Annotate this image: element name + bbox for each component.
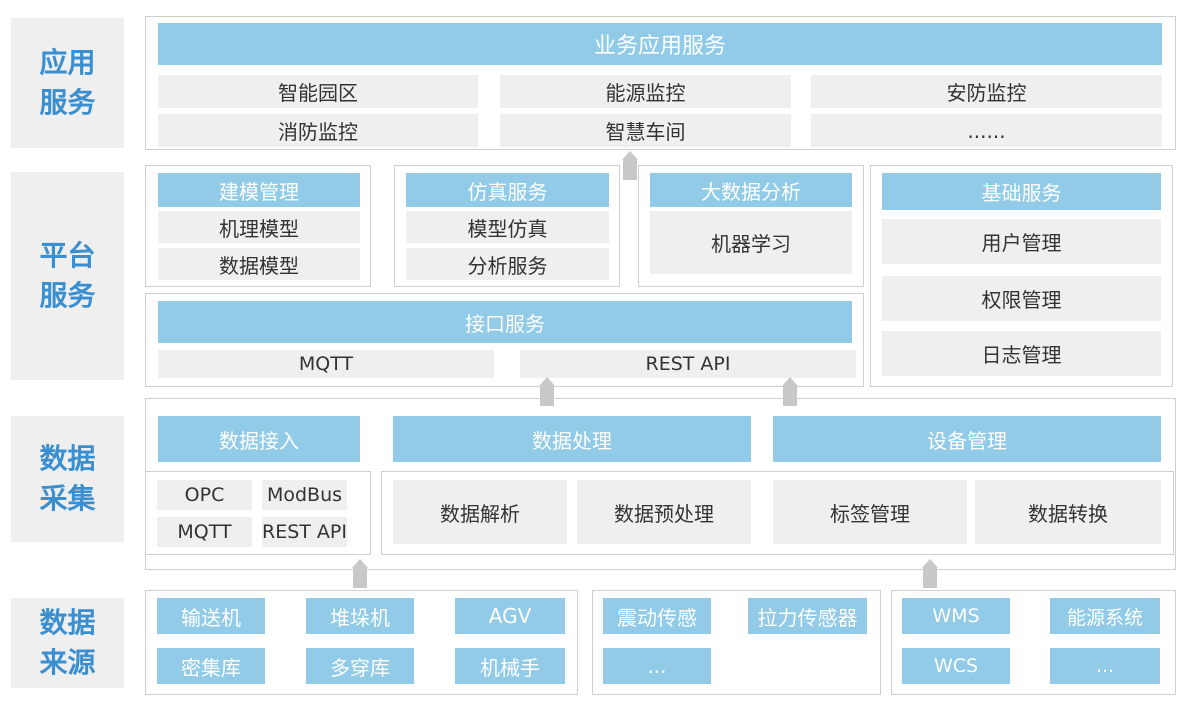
source-robot-arm: 机械手	[455, 648, 565, 684]
arrow-up-icon	[352, 559, 368, 588]
app-item-fire-monitor: 消防监控	[158, 114, 478, 147]
arrow-up-icon	[622, 151, 638, 180]
access-item-opc: OPC	[157, 480, 252, 510]
processing-title: 数据处理	[393, 416, 751, 462]
side-label-collect: 数据 采集	[11, 416, 124, 542]
arrow-up-icon	[922, 559, 938, 588]
basic-item-permission: 权限管理	[882, 276, 1161, 321]
source-agv: AGV	[455, 598, 565, 634]
source-sensors-more: ...	[603, 648, 711, 684]
device-title: 设备管理	[773, 416, 1161, 462]
source-wcs: WCS	[902, 648, 1010, 684]
bigdata-item-ml: 机器学习	[650, 211, 852, 274]
simulation-item-analysis: 分析服务	[406, 248, 609, 280]
interface-title: 接口服务	[158, 301, 852, 343]
app-title: 业务应用服务	[158, 23, 1162, 65]
device-item-convert: 数据转换	[975, 480, 1161, 544]
app-item-security-monitor: 安防监控	[811, 75, 1162, 108]
app-item-more: ......	[811, 114, 1162, 147]
processing-item-parse: 数据解析	[393, 480, 567, 544]
basic-item-user: 用户管理	[882, 219, 1161, 264]
interface-item-rest-api: REST API	[520, 350, 856, 378]
interface-item-mqtt: MQTT	[158, 350, 494, 378]
source-dense-storage: 密集库	[157, 648, 265, 684]
basic-item-log: 日志管理	[882, 331, 1161, 376]
source-multi-shuttle: 多穿库	[306, 648, 414, 684]
side-label-source: 数据 来源	[11, 598, 124, 688]
side-label-platform: 平台 服务	[11, 172, 124, 380]
processing-item-preprocess: 数据预处理	[577, 480, 751, 544]
simulation-title: 仿真服务	[406, 173, 609, 207]
device-item-tag: 标签管理	[773, 480, 967, 544]
source-stacker: 堆垛机	[306, 598, 414, 634]
source-energy-system: 能源系统	[1050, 598, 1160, 634]
arrow-up-icon	[539, 377, 555, 406]
modeling-item-mechanism: 机理模型	[158, 211, 360, 243]
access-item-mqtt: MQTT	[157, 517, 252, 547]
app-item-smart-workshop: 智慧车间	[500, 114, 791, 147]
source-systems-more: ...	[1050, 648, 1160, 684]
simulation-item-model-sim: 模型仿真	[406, 211, 609, 243]
app-item-smart-park: 智能园区	[158, 75, 478, 108]
modeling-title: 建模管理	[158, 173, 360, 207]
source-vibration-sensor: 震动传感	[603, 598, 711, 634]
access-item-rest-api: REST API	[262, 517, 347, 547]
access-title: 数据接入	[158, 416, 360, 462]
access-item-modbus: ModBus	[262, 480, 347, 510]
source-conveyor: 输送机	[157, 598, 265, 634]
basic-title: 基础服务	[882, 173, 1161, 210]
bigdata-title: 大数据分析	[650, 173, 852, 207]
modeling-item-data-model: 数据模型	[158, 248, 360, 280]
source-tension-sensor: 拉力传感器	[748, 598, 867, 634]
source-wms: WMS	[902, 598, 1010, 634]
side-label-app: 应用 服务	[11, 18, 124, 148]
arrow-up-icon	[782, 377, 798, 406]
app-item-energy-monitor: 能源监控	[500, 75, 791, 108]
